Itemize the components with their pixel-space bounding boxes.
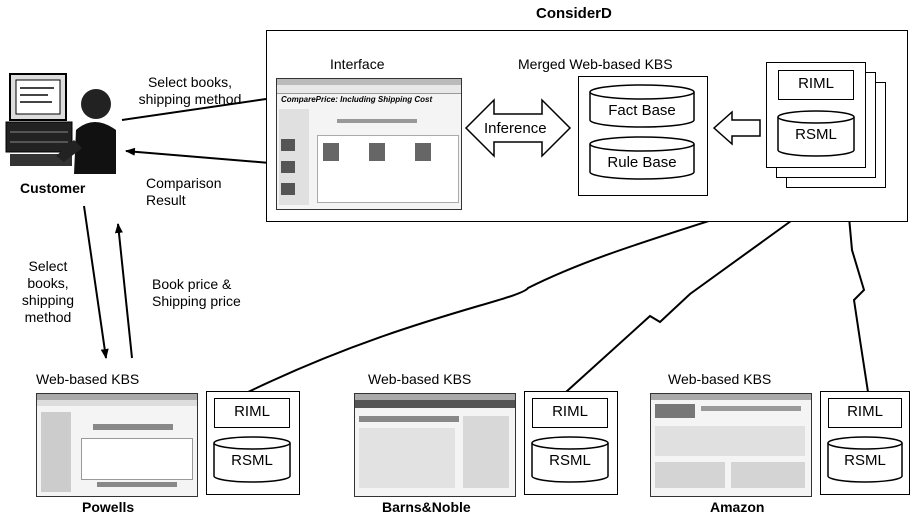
barnes-riml-label: RIML — [552, 403, 588, 420]
amazon-rsml-label: RSML — [844, 452, 886, 469]
considerd-rsml-label: RSML — [795, 126, 837, 143]
considerd-riml-label: RIML — [798, 75, 834, 92]
kbs-response-label: Book price &Shipping price — [152, 276, 241, 309]
barnes-screenshot — [354, 393, 516, 497]
interface-label: Interface — [330, 56, 385, 72]
barnes-kbs-label: Web-based KBS — [368, 371, 472, 387]
kbs-response-arrow — [114, 223, 133, 359]
barnes-riml-box — [532, 398, 608, 428]
fact-base-cylinder — [589, 84, 695, 128]
powells-riml-label: RIML — [234, 403, 270, 420]
powells-rsml-cylinder — [213, 436, 291, 483]
merged-kbs-label: Merged Web-based KBS — [518, 56, 673, 72]
amazon-rsml-cylinder — [827, 436, 903, 483]
fact-base-label: Fact Base — [608, 102, 676, 119]
rule-base-cylinder — [589, 136, 695, 180]
result-arrow — [125, 147, 271, 164]
powells-screenshot — [36, 393, 198, 497]
powells-name: Powells — [82, 499, 135, 515]
amazon-name: Amazon — [710, 499, 765, 515]
amazon-link-arrow — [844, 205, 869, 393]
customer-label: Customer — [20, 180, 86, 196]
powells-riml-box — [214, 398, 290, 428]
inference-label: Inference — [484, 120, 547, 137]
merged-cylinders — [589, 84, 695, 180]
barnes-name: Barns&Noble — [382, 499, 471, 515]
considerd-riml-box — [778, 70, 854, 100]
system-title: ConsiderD — [536, 5, 612, 22]
double-arrow-icon — [464, 98, 572, 158]
barnes-link-arrow — [565, 199, 821, 393]
barnes-rsml-cylinder — [531, 436, 609, 483]
hollow-left-arrow-icon — [712, 110, 761, 146]
amazon-riml-box — [828, 398, 902, 428]
amazon-kbs-label: Web-based KBS — [668, 371, 772, 387]
powells-rsml-label: RSML — [231, 452, 273, 469]
considerd-rsml-cylinder — [777, 110, 855, 157]
request-label: Select books,shipping method — [138, 74, 242, 107]
person-at-computer-icon — [4, 70, 120, 180]
powells-kbs-label: Web-based KBS — [36, 371, 140, 387]
kbs-request-arrow — [83, 205, 109, 359]
amazon-riml-label: RIML — [847, 403, 883, 420]
request-line — [121, 98, 267, 121]
barnes-rsml-label: RSML — [549, 452, 591, 469]
interface-screenshot: ComparePrice: Including Shipping Cost — [276, 78, 462, 210]
rule-base-label: Rule Base — [607, 154, 677, 171]
amazon-screenshot — [650, 393, 812, 497]
powells-link-arrow — [243, 195, 785, 395]
